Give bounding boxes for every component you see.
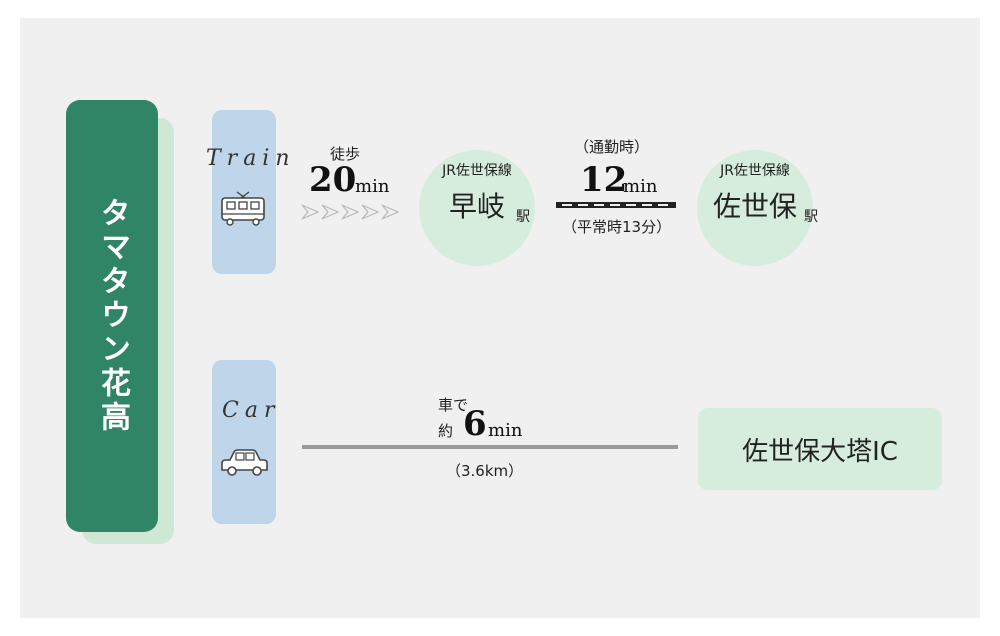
train-mode-label: Train — [206, 146, 296, 171]
station-haiki-circle — [419, 150, 535, 266]
diagram-panel — [20, 18, 980, 618]
car-icon — [221, 449, 268, 476]
car-mode-pill — [212, 360, 276, 524]
station-haiki-line: JR佐世保線 — [442, 163, 512, 179]
station-sasebo-line: JR佐世保線 — [720, 163, 790, 179]
ride-unit: min — [623, 176, 658, 197]
rail-line — [556, 202, 676, 208]
walk-label: 徒歩 — [330, 145, 361, 163]
ride-number: 12 — [580, 160, 628, 200]
station-sasebo-name: 佐世保 — [712, 190, 797, 223]
car-number: 6 — [463, 404, 487, 444]
car-mode-label: Car — [222, 398, 281, 423]
chevron-arrows-icon — [301, 204, 400, 220]
road-line — [302, 445, 678, 449]
station-sasebo-circle — [697, 150, 813, 266]
destination-ic-label: 佐世保大塔IC — [742, 436, 898, 467]
destination-ic-box: 佐世保大塔IC — [698, 408, 942, 490]
car-unit: min — [488, 420, 523, 441]
car-prefix-line1: 車で — [438, 396, 469, 414]
walk-number: 20 — [309, 160, 357, 200]
walk-unit: min — [355, 176, 390, 197]
train-icon — [221, 191, 265, 226]
origin-title-wrap: タマタウン花高 — [66, 100, 158, 532]
station-haiki-suffix: 駅 — [516, 209, 530, 225]
origin-bar — [66, 100, 158, 532]
car-distance: （3.6km） — [446, 462, 524, 480]
train-mode-pill — [212, 110, 276, 274]
station-haiki-name: 早岐 — [448, 190, 505, 223]
commute-label: （通勤時） — [574, 138, 650, 156]
origin-title: タマタウン花高 — [95, 197, 130, 435]
car-prefix-line2: 約 — [438, 422, 454, 440]
normal-time-label: （平常時13分） — [562, 218, 672, 236]
station-sasebo-suffix: 駅 — [804, 209, 818, 225]
